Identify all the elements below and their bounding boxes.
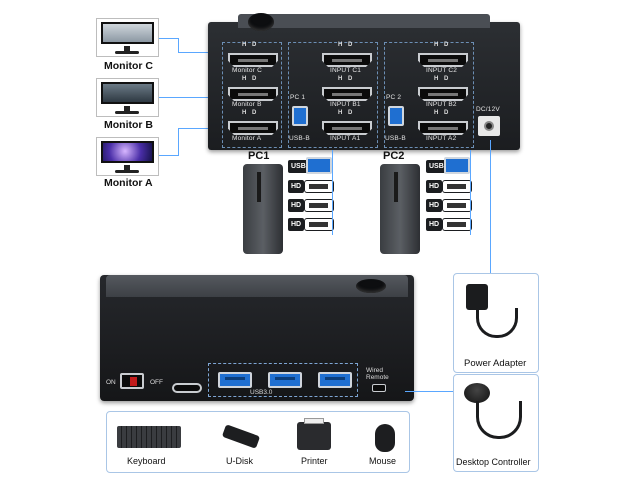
usb-cable-plug (444, 157, 470, 174)
hd-label: H D (338, 42, 354, 48)
peripheral-panel: Keyboard U-Disk Printer Mouse (106, 411, 410, 473)
usb-b-label-pc2: USB-B (385, 135, 406, 142)
on-label: ON (106, 379, 116, 386)
usb-cable-plug (306, 157, 332, 174)
hdmi-cable-plug (304, 199, 334, 212)
hd-label: H D (242, 110, 258, 116)
power-adapter-panel: Power Adapter (453, 273, 539, 373)
port-label-input-b1: INPUT B1 (330, 101, 361, 108)
port-label-monitor-b: Monitor B (232, 101, 262, 108)
monitor-a-image (96, 137, 159, 176)
power-adapter-image (466, 284, 488, 310)
desktop-controller-image (464, 383, 490, 403)
knob (356, 279, 386, 293)
hdmi-port-input-a2 (410, 117, 476, 135)
hd-cable-tag: HD (288, 199, 304, 212)
wired-remote-port (372, 384, 386, 392)
hdmi-port-monitor-b (220, 83, 286, 101)
port-label-input-c2: INPUT C2 (426, 67, 457, 74)
hdmi-cable-plug (442, 218, 472, 231)
desktop-controller-cable (476, 401, 522, 439)
pc2-cable-line (470, 150, 471, 235)
u-disk-image (222, 424, 260, 449)
power-adapter-label: Power Adapter (464, 358, 526, 369)
usb3-label: USB3.0 (250, 389, 272, 396)
pc2-label: PC2 (383, 150, 404, 162)
kvm-switch-rear: H D Monitor C H D Monitor B H D Monitor … (208, 22, 520, 150)
controller-line (405, 391, 453, 392)
u-disk-label: U-Disk (226, 456, 253, 466)
usb-a-port-3 (318, 372, 352, 388)
off-label: OFF (150, 379, 163, 386)
monitor-c-image (96, 18, 159, 57)
mouse-label: Mouse (369, 456, 396, 466)
hdmi-cable-plug (304, 218, 334, 231)
monitor-c-label: Monitor C (104, 60, 153, 72)
monitor-b-label: Monitor B (104, 119, 153, 131)
monitor-c-line-v (178, 38, 179, 52)
monitor-a-line-v (178, 128, 179, 156)
hd-cable-tag: HD (426, 199, 442, 212)
port-label-input-c1: INPUT C1 (330, 67, 361, 74)
hd-cable-tag: HD (288, 218, 304, 231)
hdmi-port-input-c2 (410, 49, 476, 67)
keyboard-label: Keyboard (127, 456, 166, 466)
hd-label: H D (338, 76, 354, 82)
printer-label: Printer (301, 456, 328, 466)
hd-label: H D (434, 76, 450, 82)
port-label-input-b2: INPUT B2 (426, 101, 457, 108)
port-label-input-a2: INPUT A2 (426, 135, 456, 142)
hdmi-port-monitor-a (220, 117, 286, 135)
monitor-b-image (96, 78, 159, 117)
hdmi-cable-plug (304, 180, 334, 193)
kvm-switch-front: ON OFF USB3.0 Wired Remote (100, 275, 414, 401)
pc1-port-label: PC 1 (290, 94, 305, 101)
monitor-c-line (159, 38, 179, 39)
desktop-controller-label: Desktop Controller (456, 457, 531, 467)
usb-b-port-pc1 (292, 106, 308, 126)
usb-b-port-pc2 (388, 106, 404, 126)
hd-label: H D (434, 42, 450, 48)
printer-image (297, 422, 331, 450)
hd-cable-tag: HD (426, 180, 442, 193)
pc1-tower-image (243, 164, 283, 254)
hd-cable-tag: HD (426, 218, 442, 231)
pc2-tower-image (380, 164, 420, 254)
wired-remote-label: Wired Remote (366, 367, 396, 381)
knob (248, 13, 274, 31)
port-label-input-a1: INPUT A1 (330, 135, 360, 142)
hdmi-cable-plug (442, 199, 472, 212)
hd-label: H D (338, 110, 354, 116)
mouse-image (375, 424, 395, 452)
hdmi-port-input-b1 (314, 83, 380, 101)
keyboard-image (117, 426, 181, 448)
usb-a-port-2 (268, 372, 302, 388)
usb-a-port-1 (218, 372, 252, 388)
pc2-port-label: PC 2 (386, 94, 401, 101)
port-label-monitor-a: Monitor A (232, 135, 261, 142)
usb-c-port (172, 383, 202, 393)
power-switch[interactable] (120, 373, 144, 389)
hd-label: H D (434, 110, 450, 116)
hd-cable-tag: HD (288, 180, 304, 193)
hdmi-port-input-b2 (410, 83, 476, 101)
hdmi-port-input-c1 (314, 49, 380, 67)
monitor-a-label: Monitor A (104, 177, 153, 189)
dc-label: DC/12V (476, 106, 500, 113)
hdmi-cable-plug (442, 180, 472, 193)
port-label-monitor-c: Monitor C (232, 67, 262, 74)
pc1-label: PC1 (248, 150, 269, 162)
hd-label: H D (242, 76, 258, 82)
power-adapter-cable (476, 308, 518, 338)
desktop-controller-panel: Desktop Controller (453, 374, 539, 472)
monitor-a-line (159, 155, 179, 156)
pc1-cable-line (332, 150, 333, 235)
hdmi-port-monitor-c (220, 49, 286, 67)
power-line (490, 140, 491, 273)
dc-power-port (478, 116, 500, 136)
hd-label: H D (242, 42, 258, 48)
hdmi-port-input-a1 (314, 117, 380, 135)
usb-b-label-pc1: USB-B (289, 135, 310, 142)
